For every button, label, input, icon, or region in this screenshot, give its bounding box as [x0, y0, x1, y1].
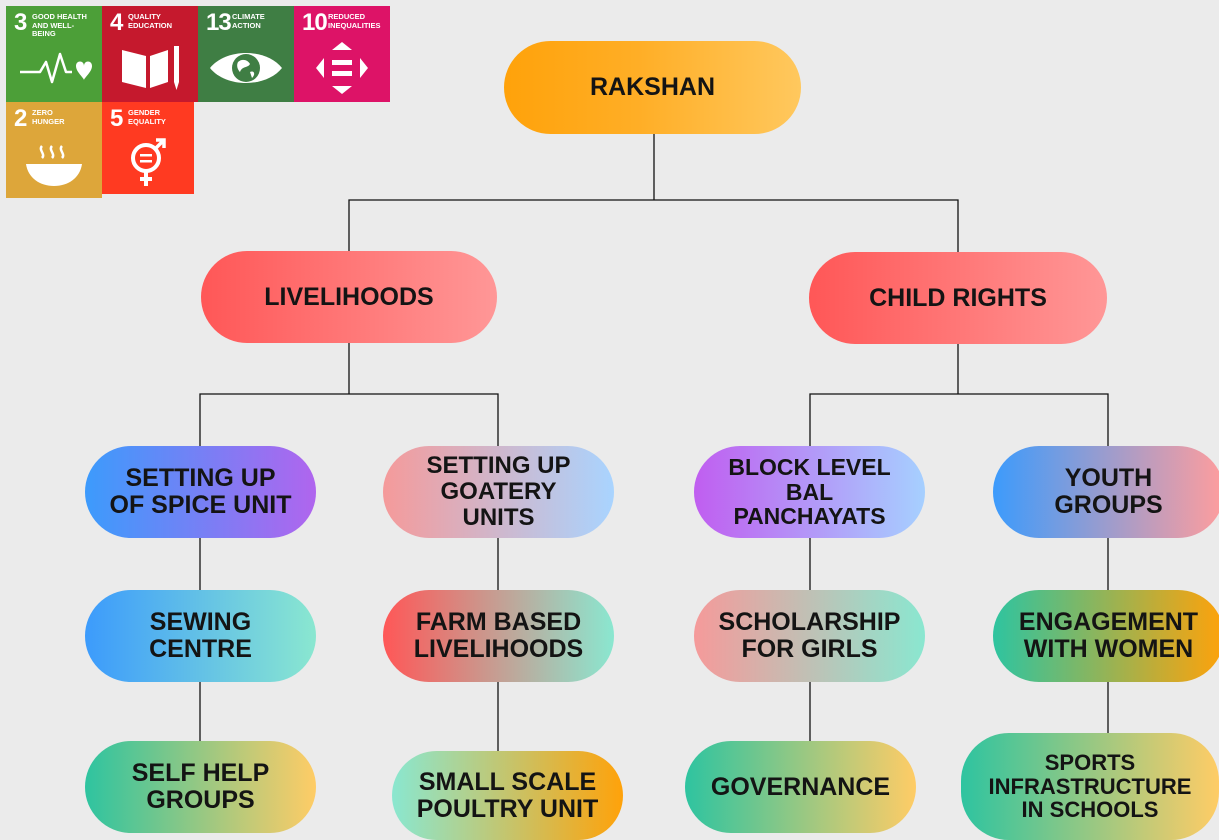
- root-node: RAKSHAN: [504, 41, 801, 134]
- eye-globe-icon: [210, 53, 282, 83]
- livelihoods-node: LIVELIHOODS: [201, 251, 497, 343]
- bowl-icon: [26, 145, 82, 186]
- book-pencil-icon: [122, 46, 179, 90]
- child-rights-node: CHILD RIGHTS: [809, 252, 1107, 344]
- child-rights-connector: [809, 344, 1109, 446]
- heartbeat-icon: [20, 52, 92, 84]
- root-connector: [348, 134, 959, 252]
- gender-symbol-icon: [131, 138, 166, 186]
- governance-node: GOVERNANCE: [685, 741, 916, 833]
- livelihoods-connector: [199, 342, 499, 446]
- equal-arrows-icon: [316, 42, 368, 94]
- sdg-number: 3: [14, 9, 27, 36]
